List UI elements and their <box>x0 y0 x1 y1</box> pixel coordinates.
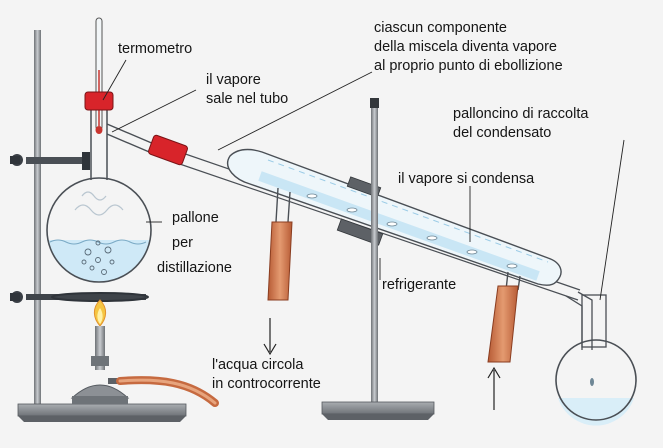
flask-neck <box>90 100 108 180</box>
label-pallone-line2: per <box>172 235 193 251</box>
water-inlet-hose <box>487 285 519 363</box>
receiving-flask <box>555 291 637 426</box>
bunsen-burner <box>70 299 219 407</box>
leader-palloncino <box>599 139 625 301</box>
upper-clamp-arm <box>26 157 88 164</box>
flow-arrow-down <box>263 318 277 356</box>
left-stand-base <box>17 403 187 417</box>
flask-stopper <box>84 91 114 111</box>
label-acqua-line2: in controcorrente <box>212 376 321 392</box>
water-outlet-nozzle <box>275 187 291 223</box>
flask-bulb <box>46 177 152 283</box>
label-vapore-sale-line2: sale nel tubo <box>206 91 288 107</box>
leader-lines <box>102 59 625 301</box>
middle-stand <box>321 98 435 420</box>
boiling-bubbles <box>81 240 115 275</box>
leader-componente <box>217 71 373 151</box>
label-vapore-sale-line1: il vapore <box>206 72 261 88</box>
label-palloncino-line2: del condensato <box>453 125 551 141</box>
leader-vapore-sale <box>111 89 197 133</box>
label-condensa: il vapore si condensa <box>398 171 535 187</box>
distillation-flask <box>46 100 152 283</box>
left-stand-rod <box>34 30 41 410</box>
flow-arrow-up <box>487 366 501 410</box>
water-outlet-hose <box>267 221 293 301</box>
condenser <box>106 123 581 301</box>
label-componente-line1: ciascun componente <box>374 20 507 36</box>
leader-termometro <box>102 59 127 101</box>
thermometer <box>95 17 103 134</box>
middle-stand-rod <box>371 106 378 408</box>
condenser-stopper <box>148 134 188 166</box>
cooling-water <box>258 171 540 281</box>
vapor-wisps <box>74 191 124 216</box>
flask-liquid <box>48 240 150 282</box>
label-componente-line2: della miscela diventa vapore <box>374 39 557 55</box>
label-pallone-line1: pallone <box>172 210 219 226</box>
label-refrigerante: refrigerante <box>382 277 456 293</box>
label-palloncino-line1: palloncino di raccolta <box>453 106 589 122</box>
middle-stand-base <box>321 401 435 415</box>
receiver-liquid <box>558 398 634 426</box>
label-termometro: termometro <box>118 41 192 57</box>
condensate-drops <box>306 193 518 269</box>
burner-tube <box>95 326 105 370</box>
label-acqua-line1: l'acqua circola <box>212 357 304 373</box>
lower-clamp-arm <box>26 294 146 300</box>
receiver-bulb <box>555 339 637 421</box>
label-componente-line3: al proprio punto di ebollizione <box>374 58 563 74</box>
label-pallone-line3: distillazione <box>157 260 232 276</box>
receiver-drop <box>590 378 594 386</box>
